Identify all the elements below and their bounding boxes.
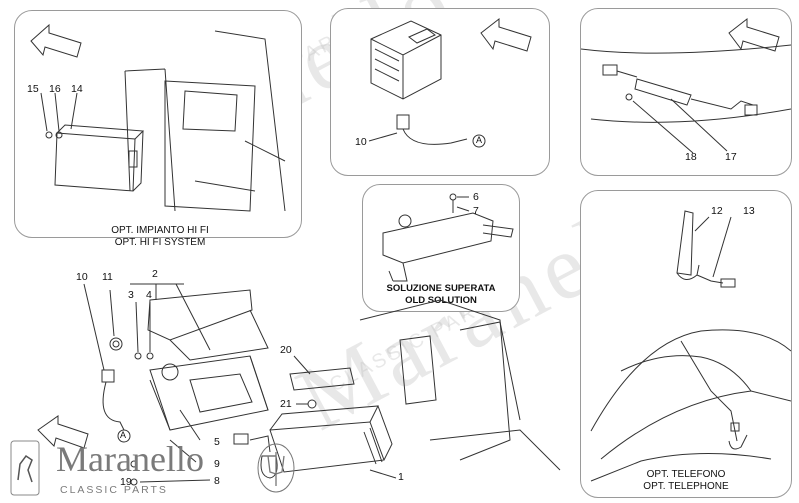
label-17: 17 bbox=[725, 151, 737, 163]
label-19: 19 bbox=[120, 476, 132, 488]
antenna-module-panel: 18 17 bbox=[580, 8, 792, 176]
nav-panel: 10 A bbox=[330, 8, 550, 176]
telephone-panel: 12 13 OPT. TELEFONO OPT. TELEPHONE bbox=[580, 190, 792, 498]
label-2: 2 bbox=[152, 268, 158, 280]
label-16: 16 bbox=[49, 83, 61, 95]
label-7: 7 bbox=[473, 205, 479, 217]
telephone-caption-it: OPT. TELEFONO bbox=[646, 469, 726, 480]
hifi-panel: 15 16 14 OPT. IMPIANTO HI FI OPT. HI FI … bbox=[14, 10, 302, 248]
label-12: 12 bbox=[711, 205, 723, 217]
label-5: 5 bbox=[214, 436, 220, 448]
old-solution-caption-en: OLD SOLUTION bbox=[405, 295, 477, 306]
connector-a: A bbox=[120, 430, 127, 440]
label-3: 3 bbox=[128, 289, 134, 301]
telephone-caption-en: OPT. TELEPHONE bbox=[643, 481, 729, 492]
label-11: 11 bbox=[102, 271, 113, 283]
label-8: 8 bbox=[214, 475, 220, 487]
old-solution-panel: 6 7 SOLUZIONE SUPERATA OLD SOLUTION bbox=[362, 184, 520, 312]
antenna-drawing bbox=[581, 17, 791, 154]
label-15: 15 bbox=[27, 83, 39, 95]
old-solution-caption-it: SOLUZIONE SUPERATA bbox=[386, 283, 496, 294]
label-6: 6 bbox=[473, 191, 479, 203]
connector-a: A bbox=[476, 135, 483, 145]
ferrari-horse-icon bbox=[10, 440, 40, 496]
nav-drawing bbox=[368, 17, 532, 148]
label-21: 21 bbox=[280, 398, 292, 410]
label-13: 13 bbox=[743, 205, 755, 217]
maserati-trident-icon bbox=[254, 442, 298, 498]
label-20: 20 bbox=[280, 344, 292, 356]
hifi-caption-it: OPT. IMPIANTO HI FI bbox=[111, 225, 209, 236]
telephone-drawing bbox=[590, 210, 791, 482]
label-10: 10 bbox=[355, 136, 367, 148]
hifi-caption-en: OPT. HI FI SYSTEM bbox=[114, 237, 206, 248]
label-4: 4 bbox=[146, 289, 152, 301]
arrow-icon bbox=[480, 17, 532, 52]
label-14: 14 bbox=[71, 83, 83, 95]
hifi-drawing bbox=[30, 23, 286, 212]
old-solution-drawing bbox=[382, 193, 514, 282]
label-10: 10 bbox=[76, 271, 88, 283]
arrow-icon bbox=[728, 17, 780, 52]
arrow-icon bbox=[30, 23, 82, 58]
label-1: 1 bbox=[398, 471, 404, 483]
label-18: 18 bbox=[685, 151, 697, 163]
logo-tagline: CLASSIC PARTS bbox=[60, 484, 168, 496]
label-9: 9 bbox=[214, 458, 220, 470]
logo-name: Maranello bbox=[56, 439, 204, 479]
